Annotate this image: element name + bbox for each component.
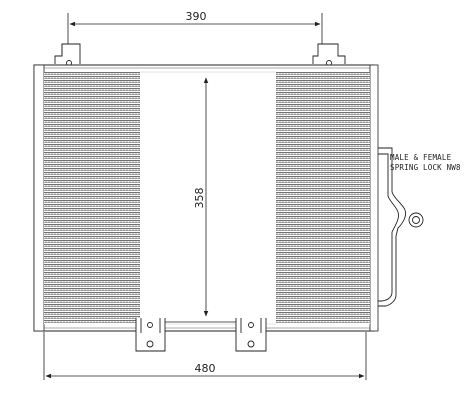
top-dimension: 390 — [67, 10, 323, 44]
bottom-bracket-left — [135, 318, 166, 352]
bottom-dimension: 480 — [43, 332, 367, 380]
connector-pipe — [378, 147, 424, 307]
dim-height-label: 358 — [193, 188, 206, 209]
top-bracket-right — [312, 43, 346, 66]
fin-block-left — [44, 72, 140, 324]
bottom-bracket-right — [235, 318, 267, 352]
fin-block-right — [276, 72, 370, 324]
dim-width-top-label: 390 — [186, 10, 207, 23]
connector-note-line2: SPRING LOCK NW8 — [390, 163, 461, 172]
dim-width-bottom-label: 480 — [195, 362, 216, 375]
top-bracket-left — [54, 43, 81, 66]
connector-note: MALE & FEMALE SPRING LOCK NW8 — [390, 153, 461, 172]
height-dimension: 358 — [193, 77, 209, 317]
connector-note-line1: MALE & FEMALE — [390, 153, 452, 162]
